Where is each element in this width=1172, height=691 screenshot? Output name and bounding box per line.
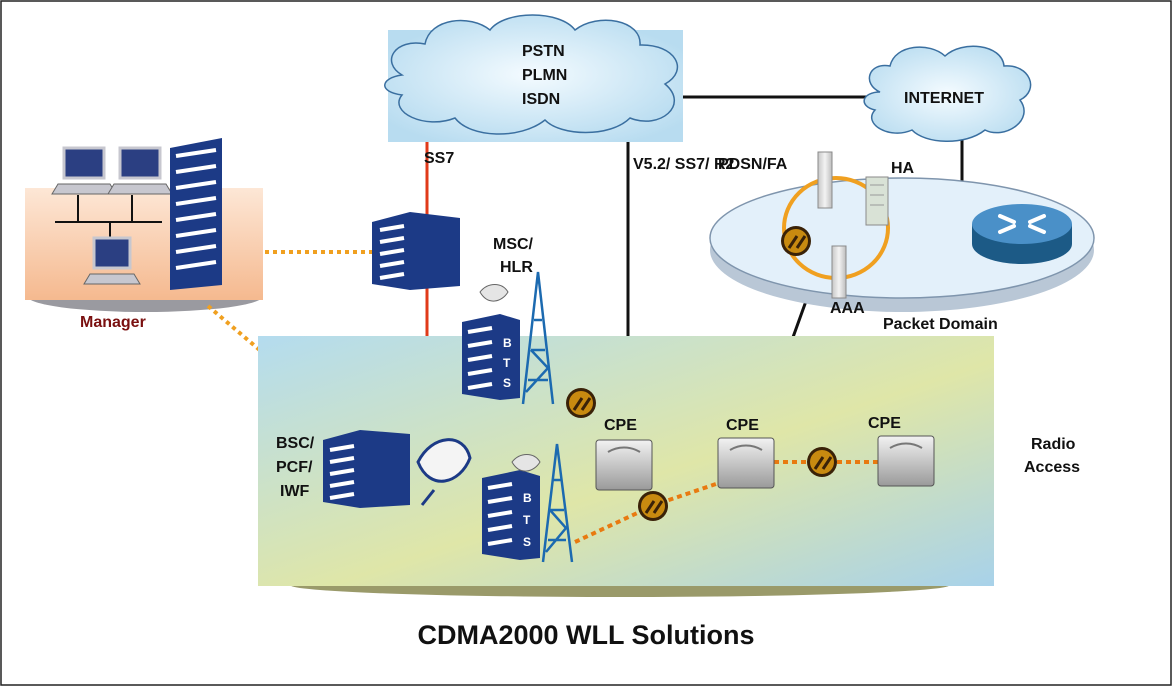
radio-label: Radio (1031, 436, 1076, 453)
hlr-label: HLR (500, 259, 533, 276)
access-label: Access (1024, 459, 1080, 476)
v52-label: V5.2/ SS7/ R2 (633, 156, 734, 173)
packet-domain-label: Packet Domain (883, 316, 998, 333)
msc-server-icon (372, 212, 460, 290)
manager-links (206, 250, 372, 354)
bts-letter: S (503, 376, 511, 390)
bts-tower-lower (482, 443, 574, 563)
bts-letter: S (523, 535, 531, 549)
manager-label: Manager (80, 314, 146, 331)
pcf-label: PCF/ (276, 459, 313, 476)
aaa-rack-icon (831, 245, 847, 299)
bts-letter: T (523, 513, 531, 527)
plmn-label: PLMN (522, 67, 567, 84)
cpe-label: CPE (604, 417, 637, 434)
pstn-label: PSTN (522, 43, 565, 60)
manager-platform (25, 188, 263, 312)
satellite-dish-icon (416, 438, 472, 506)
cpe-device-icon (595, 439, 653, 491)
bsc-label: BSC/ (276, 435, 315, 452)
internet-label: INTERNET (904, 90, 984, 107)
diagram-title: CDMA2000 WLL Solutions (417, 620, 754, 650)
cpe-label: CPE (726, 417, 759, 434)
manager-server-icon (170, 138, 222, 290)
cpe-device-icon (717, 437, 775, 489)
radio-links (574, 460, 878, 544)
iwf-label: IWF (280, 483, 310, 500)
manager-lan (55, 195, 162, 238)
bts-letter: B (503, 336, 512, 350)
pdsn-label: PDSN/FA (718, 156, 788, 173)
ha-rack-icon (865, 176, 889, 226)
internet-cloud (863, 45, 1032, 142)
aaa-label: AAA (830, 300, 865, 317)
router-icon (972, 204, 1072, 264)
radio-link-icon (566, 388, 596, 418)
ha-label: HA (891, 160, 915, 177)
ss7-label: SS7 (424, 150, 454, 167)
isdn-label: ISDN (522, 91, 560, 108)
bts-letter: T (503, 356, 511, 370)
pstn-cloud (384, 14, 683, 142)
pdsn-rack-icon (817, 151, 833, 209)
radio-link-icon (807, 447, 837, 477)
bts-letter: B (523, 491, 532, 505)
bsc-server-icon (323, 430, 410, 508)
radio-link-icon (638, 491, 668, 521)
cpe-device-icon (877, 435, 935, 487)
workstation-icon (51, 146, 117, 195)
workstation-icon (107, 146, 173, 195)
msc-label: MSC/ (493, 236, 534, 253)
packet-switch-icon (781, 226, 811, 256)
bts-tower-upper (462, 271, 555, 405)
cpe-label: CPE (868, 415, 901, 432)
workstation-icon (83, 236, 141, 285)
